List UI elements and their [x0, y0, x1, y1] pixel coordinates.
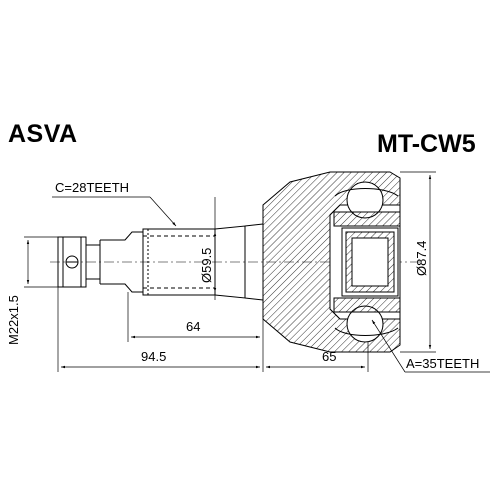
dim-shaft-length [127, 292, 264, 342]
housing-diameter-label: Ø87.4 [414, 241, 429, 276]
ball-cage [333, 181, 401, 343]
part-number: MT-CW5 [377, 130, 476, 158]
dim-overall [57, 287, 369, 372]
spline-a-label: A=35TEETH [406, 356, 479, 371]
shaft-diameter-label: Ø59.5 [199, 248, 214, 283]
dim-housing-diameter [400, 171, 436, 353]
shaft-length-label: 64 [186, 319, 200, 334]
spline-c-label: C=28TEETH [55, 180, 129, 195]
shaft-shoulder [214, 223, 264, 301]
brand-logo-text: ASVA [8, 120, 78, 148]
threaded-end [57, 236, 100, 288]
inner-race [329, 204, 401, 320]
overall-shaft-label: 94.5 [141, 349, 166, 364]
leader-c [52, 196, 177, 227]
thread-label: M22x1.5 [6, 295, 21, 345]
housing-length-label: 65 [322, 349, 336, 364]
shaft-neck [99, 231, 143, 293]
dim-thread [24, 236, 58, 288]
leader-a [371, 319, 490, 373]
